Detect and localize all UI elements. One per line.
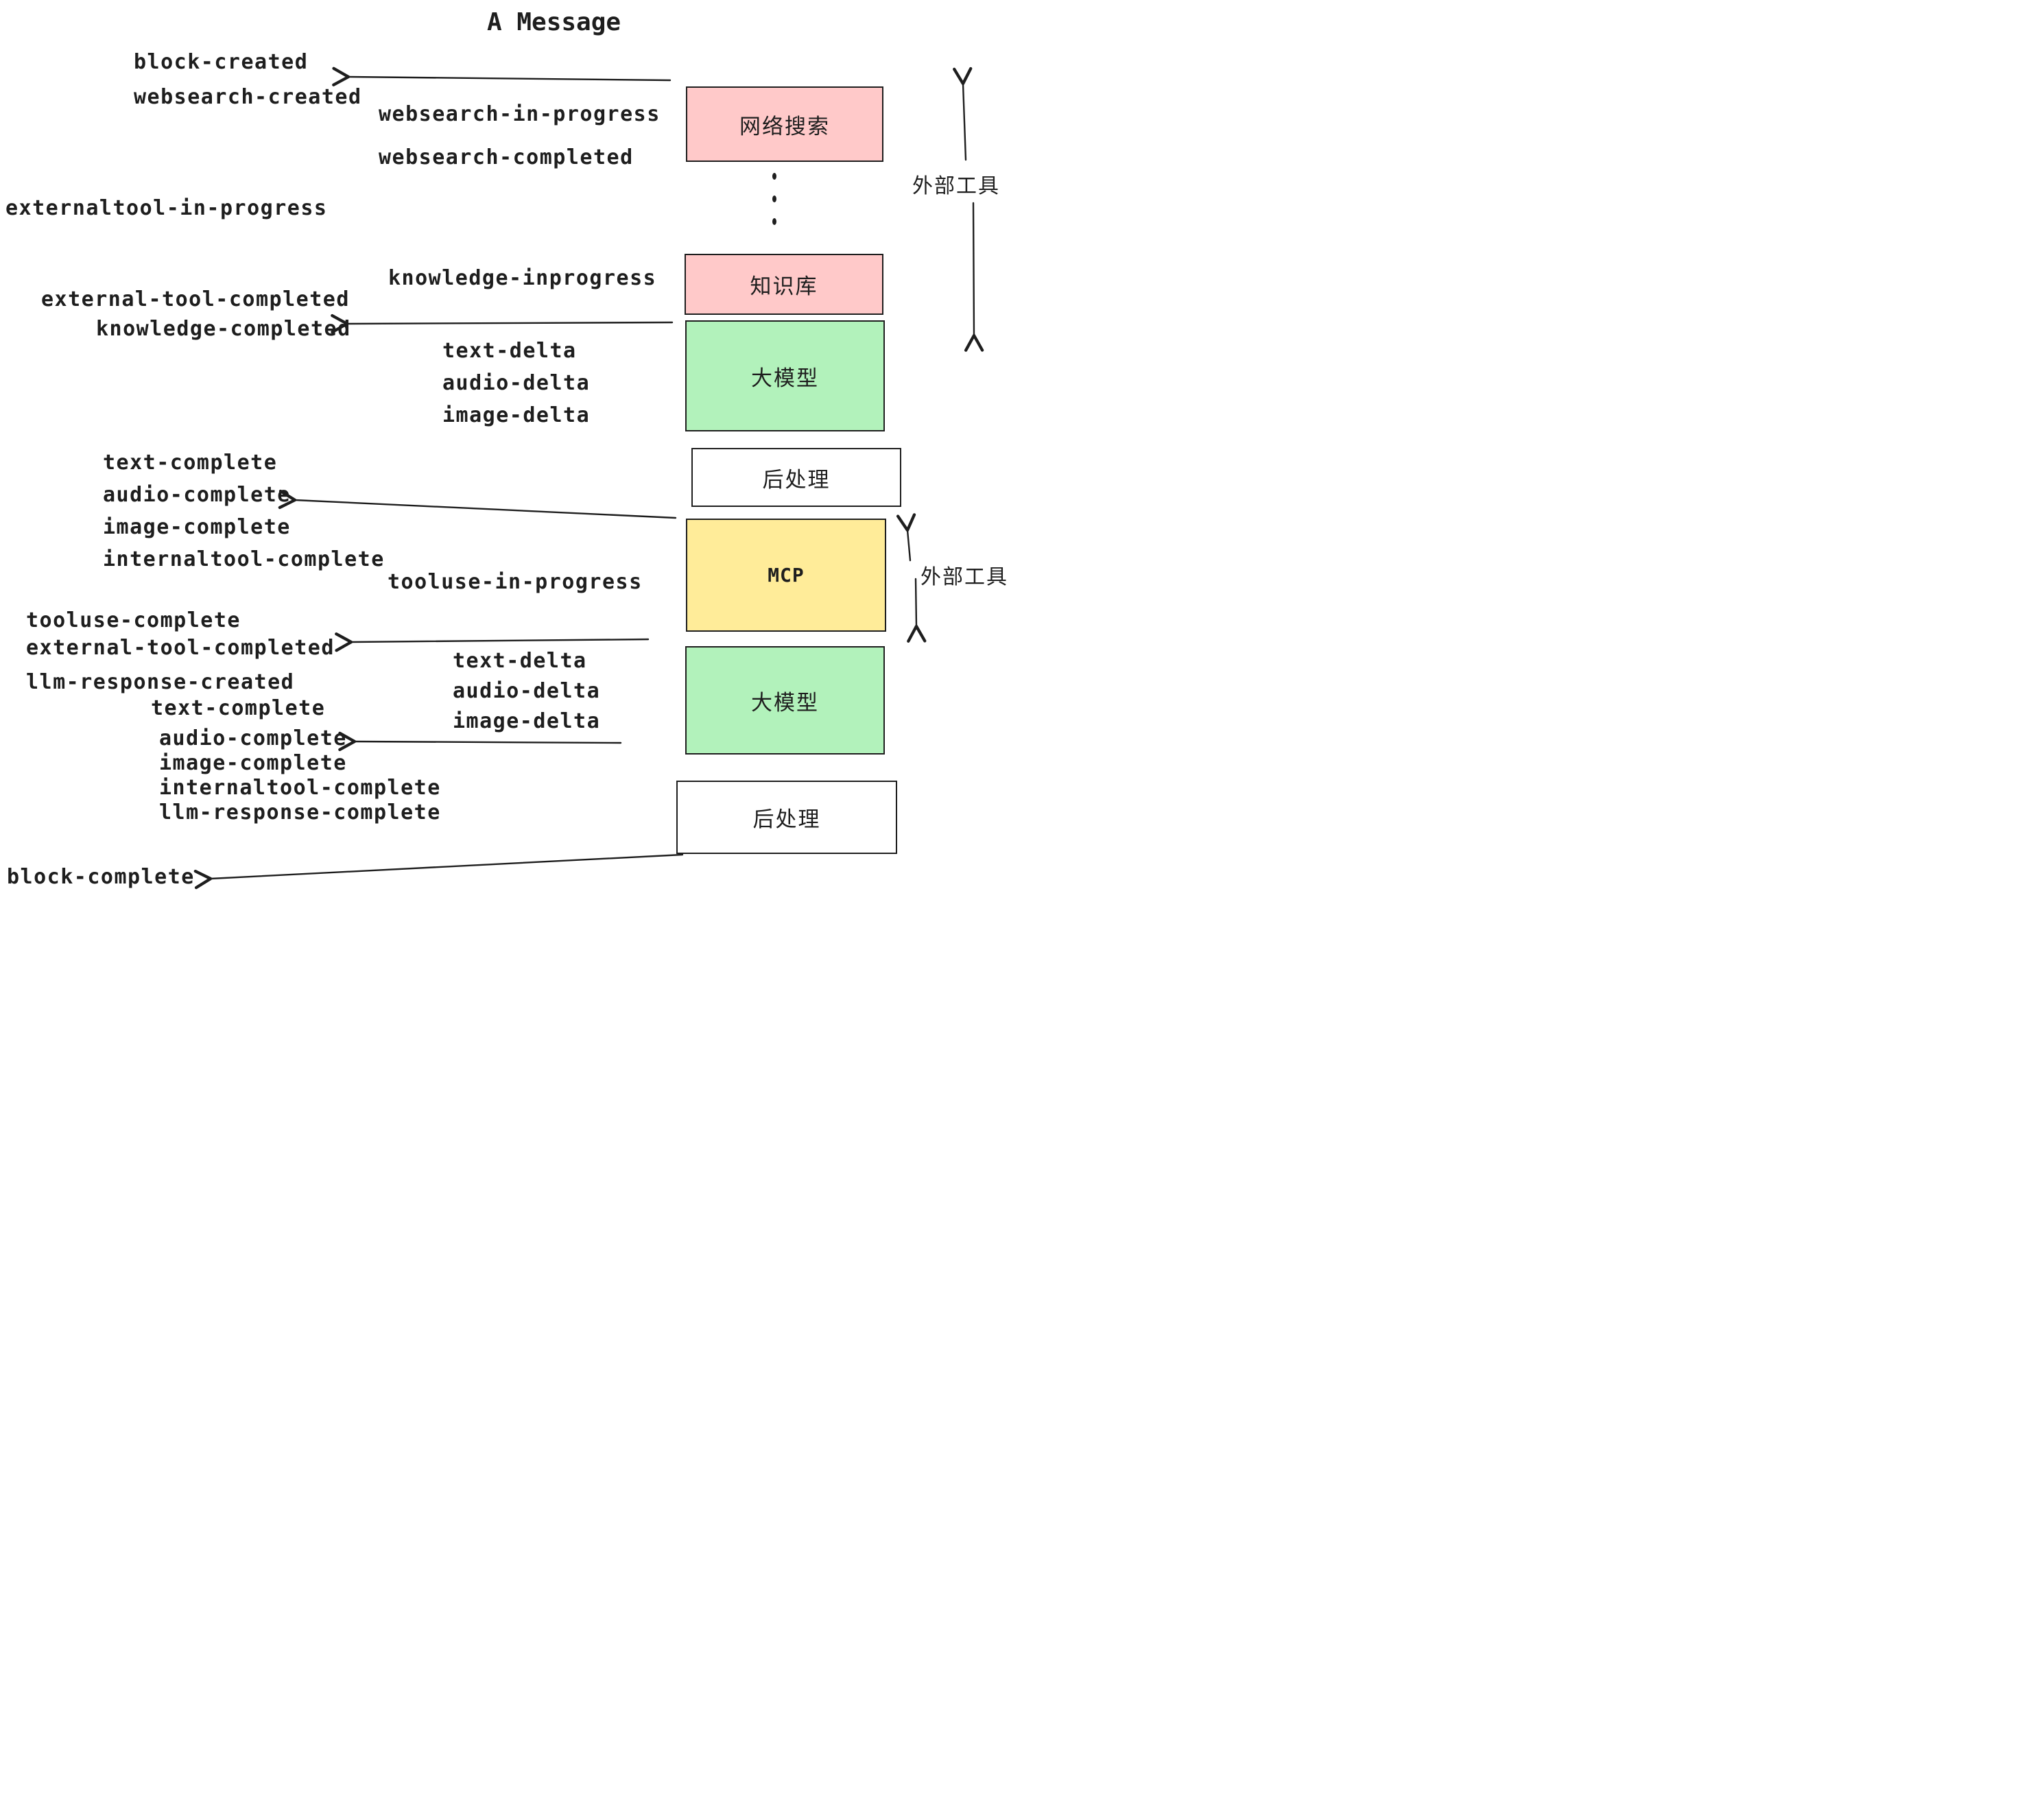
label-websearch-created: websearch-created	[134, 85, 362, 109]
llm-box-1: 大模型	[685, 320, 885, 431]
label-image-delta-1: image-delta	[442, 403, 591, 427]
label-websearch-completed: websearch-completed	[379, 145, 634, 169]
llm-box-2-label: 大模型	[751, 690, 819, 715]
websearch-box-label: 网络搜索	[739, 114, 830, 139]
label-audio-complete-1: audio-complete	[103, 483, 291, 507]
label-audio-complete-2: audio-complete	[159, 726, 347, 750]
arrow-websearch-to-created	[332, 67, 672, 86]
label-text-delta-2: text-delta	[453, 649, 587, 673]
label-knowledge-completed: knowledge-completed	[96, 317, 351, 341]
postprocess-box-2-label: 后处理	[752, 807, 821, 832]
label-knowledge-inprogress: knowledge-inprogress	[388, 266, 657, 290]
mcp-box: MCP	[686, 519, 886, 632]
label-externaltool-in-progress: externaltool-in-progress	[5, 196, 328, 220]
label-tooluse-complete: tooluse-complete	[26, 608, 241, 632]
ellipsis-dot-3	[772, 218, 776, 225]
knowledge-box: 知识库	[685, 254, 883, 315]
external-tools-arrow-up-1	[953, 67, 973, 161]
label-image-complete-2: image-complete	[159, 751, 347, 775]
label-llm-response-complete: llm-response-complete	[159, 800, 441, 824]
websearch-box: 网络搜索	[686, 86, 883, 162]
external-tools-arrow-down-1	[964, 202, 984, 352]
label-tooluse-in-progress: tooluse-in-progress	[388, 570, 643, 594]
label-internaltool-complete-2: internaltool-complete	[159, 776, 441, 800]
label-text-delta-1: text-delta	[442, 339, 577, 363]
label-external-tool-completed-2: external-tool-completed	[26, 636, 335, 660]
arrow-post2-to-block-complete	[193, 853, 684, 890]
label-llm-response-created: llm-response-created	[26, 670, 295, 694]
llm-box-2: 大模型	[685, 646, 885, 755]
arrow-llm2-to-audio-complete	[338, 731, 622, 752]
label-block-created: block-created	[134, 50, 309, 74]
label-audio-delta-1: audio-delta	[442, 371, 591, 395]
postprocess-box-2: 后处理	[676, 781, 897, 854]
label-text-complete-2: text-complete	[151, 696, 326, 720]
arrow-llm2-to-tooluse-complete	[335, 632, 650, 652]
ellipsis-dot-1	[772, 173, 776, 180]
postprocess-box-1: 后处理	[691, 448, 901, 507]
label-text-complete-1: text-complete	[103, 451, 278, 475]
label-websearch-in-progress: websearch-in-progress	[379, 102, 661, 126]
label-image-delta-2: image-delta	[453, 709, 601, 733]
postprocess-box-1-label: 后处理	[762, 467, 831, 492]
arrow-mcp-to-image-complete	[278, 489, 677, 519]
label-external-tool-completed-1: external-tool-completed	[41, 287, 350, 311]
ellipsis-dot-2	[772, 195, 776, 202]
external-tools-arrow-up-2	[896, 513, 916, 562]
arrow-llm1-to-knowledge-completed	[331, 313, 674, 334]
external-tools-label-bottom: 外部工具	[920, 565, 1008, 589]
external-tools-label-top: 外部工具	[912, 174, 1000, 198]
mcp-box-label: MCP	[768, 564, 805, 586]
label-image-complete-1: image-complete	[103, 515, 291, 539]
llm-box-1-label: 大模型	[751, 366, 819, 391]
knowledge-box-label: 知识库	[750, 274, 818, 299]
label-block-complete: block-complete	[7, 865, 195, 889]
page-title: A Message	[487, 8, 621, 36]
label-audio-delta-2: audio-delta	[453, 679, 601, 703]
label-internaltool-complete-1: internaltool-complete	[103, 547, 385, 571]
